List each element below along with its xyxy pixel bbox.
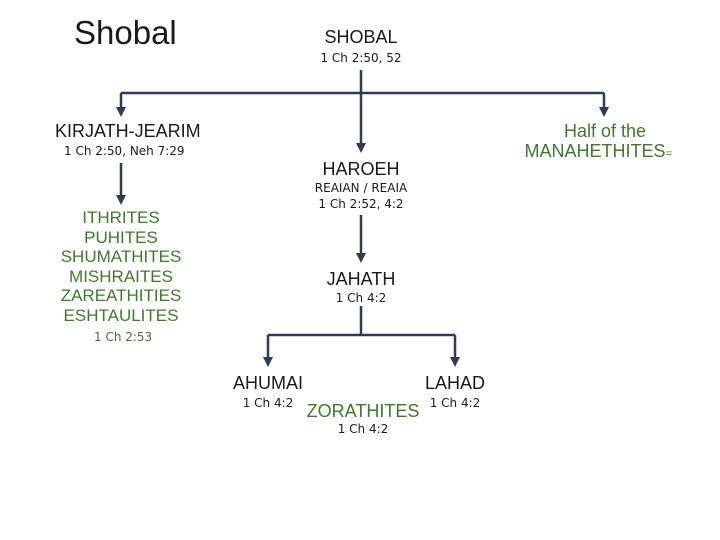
kirjath-ref: 1 Ch 2:50, Neh 7:29 — [64, 144, 185, 158]
zorathites-name: ZORATHITES — [306, 401, 420, 421]
haroeh-name: HAROEH — [322, 159, 400, 179]
manahethites-mark: = — [665, 148, 672, 160]
jahath-name: JAHATH — [326, 269, 396, 289]
family-list: ITHRITES PUHITES SHUMATHITES MISHRAITES … — [61, 208, 182, 325]
family-item: ZAREATHITIES — [60, 286, 182, 305]
family-item: SHUMATHITES — [60, 247, 182, 266]
lahad-name: LAHAD — [424, 373, 486, 393]
ahumai-name: AHUMAI — [232, 373, 304, 393]
manahethites-line2: MANAHETHITES= — [525, 142, 672, 160]
family-item: PUHITES — [84, 227, 158, 247]
families-ref: 1 Ch 2:53 — [94, 330, 153, 344]
slide-title: Shobal — [74, 14, 177, 51]
zorathites-ref: 1 Ch 4:2 — [337, 422, 389, 436]
kirjath-name: KIRJATH-JEARIM — [55, 121, 201, 141]
ahumai-ref: 1 Ch 4:2 — [242, 396, 294, 410]
root-ref: 1 Ch 2:50, 52 — [320, 51, 402, 65]
manahethites-name: MANAHETHITES — [524, 141, 666, 161]
family-item: ESHTAULITES — [63, 305, 179, 325]
root-name: SHOBAL — [324, 27, 398, 47]
haroeh-alt: REAIAN / REAIA — [314, 181, 408, 195]
family-item: ITHRITES — [82, 208, 160, 227]
jahath-ref: 1 Ch 4:2 — [335, 291, 387, 305]
lahad-ref: 1 Ch 4:2 — [429, 396, 481, 410]
haroeh-ref: 1 Ch 2:52, 4:2 — [318, 197, 404, 211]
manahethites-line1: Half of the — [563, 121, 646, 141]
family-item: MISHRAITES — [69, 266, 173, 286]
